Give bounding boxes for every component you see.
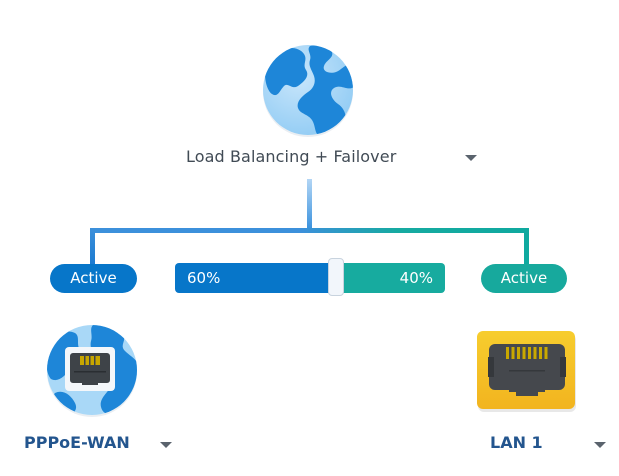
load-ratio-slider[interactable]: 60% 40%: [175, 258, 445, 296]
ratio-label-wan: 60%: [187, 269, 221, 287]
wan-interface-label: PPPoE-WAN: [24, 433, 130, 452]
ratio-fill-wan: 60%: [175, 263, 337, 293]
lan-interface-label: LAN 1: [490, 433, 543, 452]
globe-ethernet-icon: [45, 323, 139, 417]
ratio-label-lan: 40%: [399, 269, 433, 287]
chevron-down-icon[interactable]: [594, 442, 606, 448]
status-badge-lan: Active: [481, 264, 567, 293]
wan-interface-dropdown[interactable]: PPPoE-WAN: [24, 432, 184, 456]
chevron-down-icon[interactable]: [160, 442, 172, 448]
connector-horizontal: [90, 228, 529, 233]
globe-icon: [260, 42, 356, 138]
connector-right: [524, 228, 529, 266]
ethernet-port-icon: [476, 330, 578, 414]
slider-handle[interactable]: [328, 258, 344, 296]
mode-dropdown[interactable]: Load Balancing + Failover: [186, 144, 486, 170]
chevron-down-icon[interactable]: [465, 155, 477, 161]
connector-left: [90, 228, 95, 266]
mode-label: Load Balancing + Failover: [186, 147, 397, 166]
connector-trunk: [307, 179, 312, 228]
ratio-fill-lan: 40%: [337, 263, 445, 293]
lan-interface-dropdown[interactable]: LAN 1: [490, 432, 612, 456]
status-badge-wan: Active: [50, 264, 137, 293]
